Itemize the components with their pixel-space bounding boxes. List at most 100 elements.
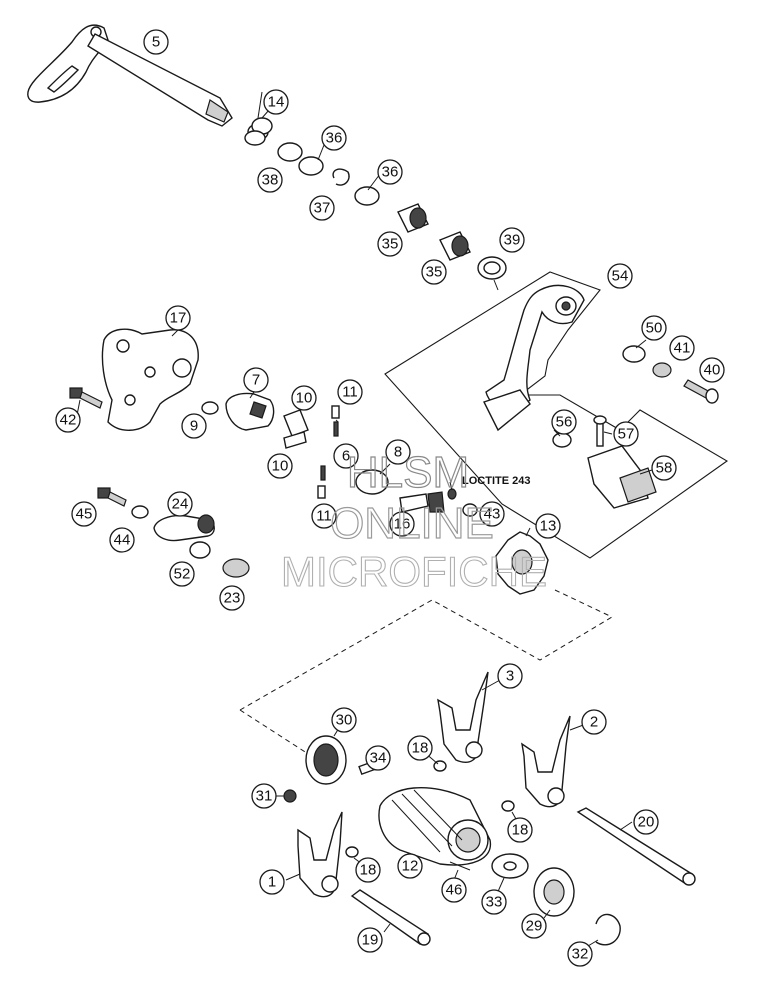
callout-18: 18 — [355, 857, 381, 883]
loctite-note: LOCTITE 243 — [462, 475, 530, 487]
callout-label: 58 — [656, 460, 673, 477]
seal-39-inner — [483, 261, 501, 275]
callout-label: 8 — [394, 444, 402, 461]
callout-39: 39 — [499, 227, 525, 253]
circlip-32 — [595, 913, 621, 946]
callout-9: 9 — [181, 413, 207, 439]
callout-10: 10 — [267, 453, 293, 479]
circlip-37 — [332, 168, 350, 186]
callout-30: 30 — [331, 707, 357, 733]
callout-36: 36 — [321, 125, 347, 151]
callout-12: 12 — [397, 853, 423, 879]
callout-52: 52 — [169, 561, 195, 587]
callout-23: 23 — [219, 585, 245, 611]
shaft-19 — [350, 889, 431, 946]
callout-label: 9 — [190, 418, 198, 435]
callout-label: 10 — [296, 390, 313, 407]
callout-46: 46 — [441, 877, 467, 903]
callout-label: 7 — [252, 372, 260, 389]
drum-group-outline-dashed — [239, 599, 613, 711]
callout-label: 18 — [360, 862, 377, 879]
watermark: HLSM ONLINE MICROFICHE — [280, 447, 547, 595]
washer-43 — [462, 503, 478, 517]
callout-label: 17 — [170, 310, 187, 327]
callout-label: 31 — [256, 788, 273, 805]
callout-5: 5 — [143, 29, 169, 55]
callout-label: 30 — [336, 712, 353, 729]
callout-label: 16 — [394, 516, 411, 533]
callout-label: 45 — [76, 506, 93, 523]
spring-14 — [244, 91, 273, 146]
callout-label: 36 — [326, 130, 343, 147]
spring-41 — [652, 362, 672, 378]
callout-57: 57 — [613, 421, 639, 447]
spring-23 — [222, 558, 250, 578]
callout-43: 43 — [479, 501, 505, 527]
callout-10: 10 — [291, 385, 317, 411]
callout-label: 56 — [556, 414, 573, 431]
bearing-29 — [533, 867, 575, 917]
callout-label: 13 — [540, 518, 557, 535]
roller-10b — [283, 431, 307, 449]
callout-14: 14 — [263, 89, 289, 115]
watermark-line-2: ONLINE — [330, 499, 494, 548]
callout-11: 11 — [337, 379, 363, 405]
bolt-16 — [399, 488, 457, 513]
callout-label: 43 — [484, 506, 501, 523]
callout-36: 36 — [377, 159, 403, 185]
callout-1: 1 — [259, 869, 285, 895]
callout-label: 39 — [504, 232, 521, 249]
callout-24: 24 — [167, 491, 193, 517]
washer-44 — [131, 505, 149, 519]
callout-label: 35 — [382, 236, 399, 253]
parts — [27, 24, 719, 946]
watermark-line-3: MICROFICHE — [281, 548, 547, 595]
callout-44: 44 — [109, 527, 135, 553]
callout-label: 18 — [512, 822, 529, 839]
callout-label: 57 — [618, 426, 635, 443]
callout-label: 20 — [638, 814, 655, 831]
callout-label: 12 — [402, 858, 419, 875]
pin-11b — [317, 485, 326, 499]
callout-label: 52 — [174, 566, 191, 583]
callout-31: 31 — [251, 783, 277, 809]
callout-13: 13 — [535, 513, 561, 539]
callout-54: 54 — [607, 263, 633, 289]
callout-label: 19 — [362, 932, 379, 949]
callout-label: 33 — [486, 894, 503, 911]
pin-46 — [449, 861, 471, 871]
pin-18c — [345, 846, 359, 858]
callout-50: 50 — [641, 315, 667, 341]
callout-label: 18 — [412, 740, 429, 757]
watermark-line-1: HLSM — [347, 448, 469, 497]
washer-50 — [622, 345, 646, 363]
callout-label: 46 — [446, 882, 463, 899]
callout-42: 42 — [55, 407, 81, 433]
callout-label: 40 — [704, 362, 721, 379]
washer-36b — [354, 186, 380, 206]
bushing-52 — [189, 541, 211, 559]
callouts: 5 14 36 38 36 37 35 35 — [55, 29, 725, 967]
shift-pedal-54 — [483, 284, 585, 432]
callout-label: 11 — [342, 384, 358, 401]
callout-37: 37 — [309, 195, 335, 221]
pedal-group-outline — [384, 271, 729, 559]
callout-56: 56 — [551, 409, 577, 435]
washer-9 — [201, 401, 219, 415]
callout-6: 6 — [333, 443, 359, 469]
screw-31 — [283, 789, 297, 803]
callout-label: 11 — [316, 508, 332, 525]
bolt-45 — [97, 487, 127, 507]
callout-2: 2 — [581, 709, 607, 735]
shaft-20 — [576, 807, 696, 886]
shift-fork-1 — [297, 811, 343, 898]
callout-38: 38 — [257, 167, 283, 193]
callout-18: 18 — [507, 817, 533, 843]
callout-label: 3 — [506, 668, 514, 685]
shift-star-13 — [495, 531, 549, 595]
callout-8: 8 — [385, 439, 411, 465]
shift-shaft — [27, 24, 233, 127]
spring-6a — [333, 421, 339, 437]
callout-label: 34 — [370, 750, 387, 767]
